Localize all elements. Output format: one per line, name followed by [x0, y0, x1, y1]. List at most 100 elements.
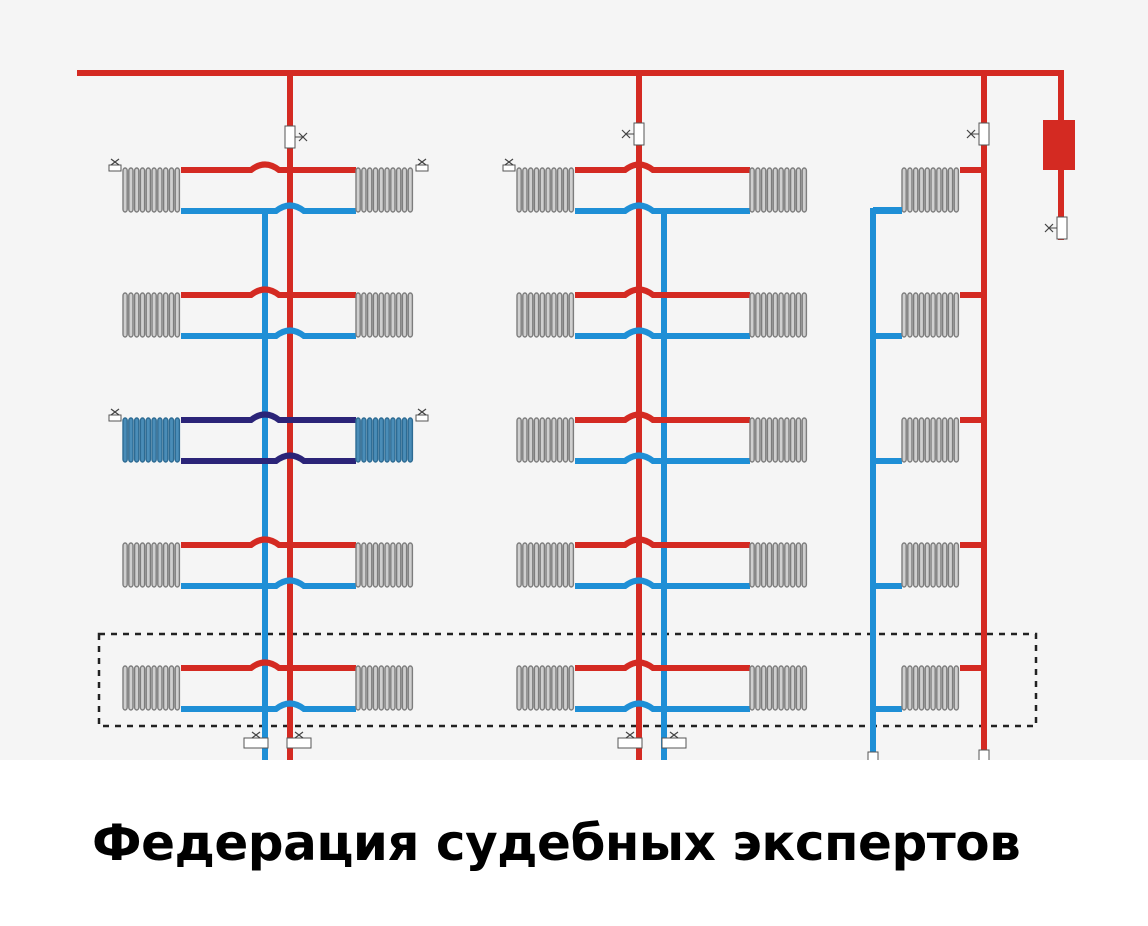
air-valve-x — [110, 158, 120, 166]
radiator-fin — [527, 167, 534, 213]
radiator-fin — [778, 167, 784, 213]
radiator-fin — [755, 167, 761, 213]
valve-body — [633, 122, 645, 146]
radiator-fin — [941, 167, 948, 213]
radiator-fin — [912, 542, 919, 588]
radiator-fin — [947, 665, 954, 711]
radiator-fin — [947, 542, 954, 588]
radiator-fin — [912, 665, 919, 711]
radiator-fin — [947, 292, 954, 338]
radiator-fin — [545, 417, 551, 463]
radiator-right — [749, 167, 808, 213]
radiator-left — [122, 665, 181, 711]
radiator-fin — [133, 292, 140, 338]
radiator-fin — [384, 167, 390, 213]
radiator-fin — [122, 167, 128, 213]
supply-branch — [181, 659, 356, 671]
shutoff-valve-icon — [966, 122, 990, 146]
radiator-fin — [755, 665, 761, 711]
radiator-fin — [749, 417, 755, 463]
radiator-fin — [568, 292, 575, 338]
radiator-fin — [378, 542, 385, 588]
radiator-fin — [556, 167, 563, 213]
valve-x — [966, 129, 976, 139]
radiator-fin — [162, 167, 169, 213]
radiator-fin — [778, 665, 784, 711]
radiator-fin — [401, 542, 408, 588]
radiator-fin — [366, 417, 373, 463]
radiator-fin — [766, 417, 773, 463]
radiator-fin — [551, 292, 557, 338]
radiator-fin — [912, 167, 919, 213]
radiator-fin — [516, 542, 522, 588]
valve-x — [251, 731, 261, 739]
radiator-fin — [789, 542, 796, 588]
radiator-right — [749, 542, 808, 588]
radiator — [901, 665, 960, 711]
radiator-fin — [760, 417, 767, 463]
radiator-fin — [145, 417, 152, 463]
radiator-fin — [162, 417, 169, 463]
radiator-fin — [366, 167, 373, 213]
radiator-fin — [795, 542, 802, 588]
radiator-fin — [778, 542, 784, 588]
radiator-fin — [533, 167, 540, 213]
radiator-fin — [133, 167, 140, 213]
radiator-left — [516, 417, 575, 463]
radiator-fin — [527, 665, 534, 711]
radiator-fin — [556, 542, 563, 588]
radiator-fin — [390, 292, 396, 338]
radiator-fin — [168, 665, 175, 711]
valve-x — [298, 132, 308, 142]
radiator-fin — [907, 292, 913, 338]
radiator-fin — [568, 542, 575, 588]
radiator-fin — [936, 167, 942, 213]
radiator-fin — [168, 542, 175, 588]
radiator-fin — [157, 167, 163, 213]
air-valve-x — [417, 408, 427, 416]
air-valve-body — [415, 164, 429, 172]
radiator-fin — [941, 292, 948, 338]
radiator-fin — [539, 542, 546, 588]
radiator — [901, 542, 960, 588]
radiator-fin — [941, 542, 948, 588]
radiator-fin — [522, 417, 528, 463]
radiator-fin — [749, 167, 755, 213]
radiator-fin — [947, 417, 954, 463]
return-branch — [181, 700, 356, 712]
radiator-fin — [407, 417, 414, 463]
radiator-fin — [901, 417, 907, 463]
radiator-fin — [122, 417, 128, 463]
return-branch — [575, 577, 750, 589]
radiator-fin — [151, 417, 157, 463]
drain-valve-icon — [867, 751, 879, 760]
valve-x — [1044, 223, 1054, 233]
valve-body — [978, 122, 990, 146]
radiator-fin — [145, 292, 152, 338]
radiator-fin — [778, 292, 784, 338]
radiator-fin — [568, 665, 575, 711]
radiator-fin — [772, 167, 779, 213]
heating-scheme-svg — [77, 70, 1075, 760]
supply-branch — [575, 161, 750, 173]
radiator-fin — [395, 292, 402, 338]
radiator-fin — [907, 542, 913, 588]
radiator-fin — [378, 665, 385, 711]
radiator-fin — [789, 292, 796, 338]
radiator-fin — [395, 665, 402, 711]
radiator-fin — [801, 292, 808, 338]
radiator-fin — [355, 542, 361, 588]
radiator-fin — [390, 417, 396, 463]
radiator-fin — [562, 665, 569, 711]
radiator-fin — [401, 417, 408, 463]
radiator-fin — [749, 542, 755, 588]
radiator-fin — [139, 292, 146, 338]
radiator-fin — [168, 167, 175, 213]
radiator-fin — [355, 417, 361, 463]
radiator-fin — [772, 665, 779, 711]
radiator-left — [122, 417, 181, 463]
radiator-fin — [355, 167, 361, 213]
supply-branch — [575, 659, 750, 671]
radiator-right — [355, 665, 414, 711]
radiator-fin — [157, 417, 163, 463]
